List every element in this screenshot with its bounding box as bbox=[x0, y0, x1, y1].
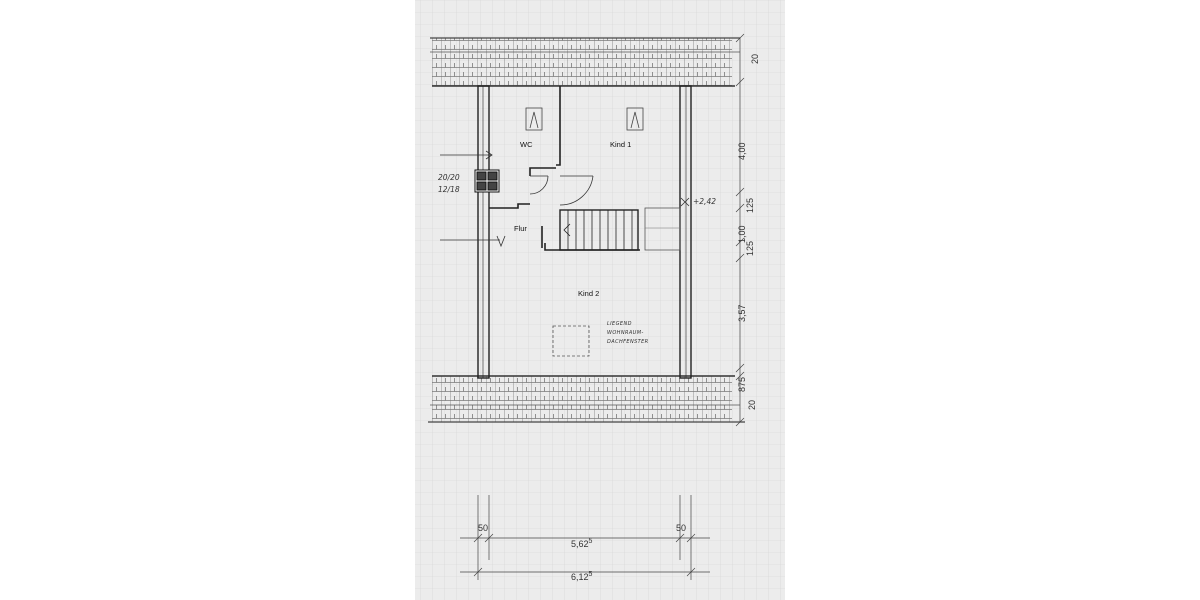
roof-window-kind1 bbox=[626, 107, 644, 131]
dim-stair-gap-a: 125 bbox=[745, 198, 755, 213]
skylight-note-line2: WOHNRAUM- bbox=[607, 330, 644, 336]
door-kind1 bbox=[559, 175, 594, 206]
skylight-note-line3: DACHFENSTER bbox=[607, 339, 649, 345]
roof-eave-bottom bbox=[428, 375, 745, 423]
chimney-size-outer: 20/20 bbox=[438, 173, 460, 182]
dim-bottom-eave: 20 bbox=[747, 400, 757, 410]
dim-stair-gap-mid: 1,00 bbox=[737, 225, 747, 243]
roof-window-wc bbox=[525, 107, 543, 131]
horizontal-dimension-chain bbox=[460, 495, 710, 580]
height-marker: +2,42 bbox=[680, 197, 716, 207]
dim-kind1-depth: 4,00 bbox=[737, 142, 747, 160]
chimney bbox=[474, 169, 500, 193]
room-label-kind1: Kind 1 bbox=[610, 140, 631, 149]
dim-bottom-small: 875 bbox=[737, 377, 747, 392]
skylight-note-line1: LIEGEND bbox=[607, 321, 632, 327]
dim-stair-gap-b: 125 bbox=[745, 241, 755, 256]
chimney-size-inner: 12/18 bbox=[438, 185, 460, 194]
vertical-dimension-chain bbox=[735, 33, 745, 427]
height-mark-text: +2,42 bbox=[693, 197, 716, 206]
dim-wall-left: 50 bbox=[478, 523, 488, 533]
roof-eave-top bbox=[430, 37, 740, 87]
grid-paper bbox=[415, 0, 785, 600]
door-wc bbox=[529, 175, 549, 195]
room-label-wc: WC bbox=[520, 140, 533, 149]
dim-kind2-depth: 3,57 bbox=[737, 304, 747, 322]
room-label-flur: Flur bbox=[514, 224, 527, 233]
staircase bbox=[559, 207, 681, 251]
roof-window-kind2 bbox=[552, 325, 590, 357]
dim-inner-width: 5,625 bbox=[571, 538, 593, 549]
section-marker bbox=[440, 150, 506, 248]
dim-outer-width: 6,125 bbox=[571, 571, 593, 582]
outer-walls bbox=[477, 85, 692, 379]
room-label-kind2: Kind 2 bbox=[578, 289, 599, 298]
dim-wall-right: 50 bbox=[676, 523, 686, 533]
dim-top-eave: 20 bbox=[750, 54, 760, 64]
